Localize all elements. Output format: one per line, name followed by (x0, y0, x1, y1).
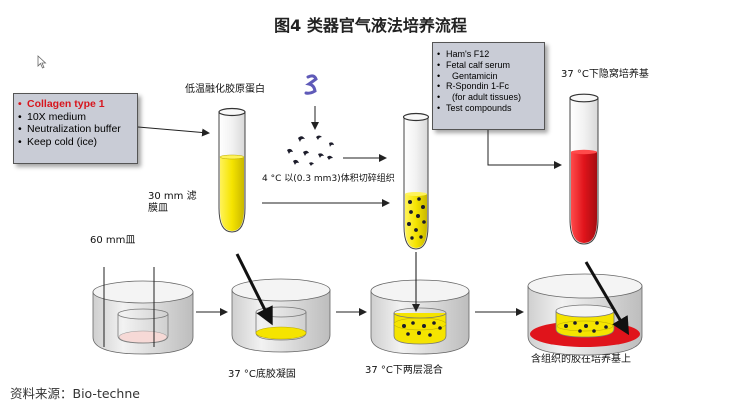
tube-tissue-mix (402, 112, 430, 250)
tube-collagen (218, 107, 246, 233)
label-two-layer-mix: 37 °C下两层混合 (365, 365, 443, 376)
ingredient-hams-f12: Ham's F12 (436, 49, 541, 60)
dish-empty (92, 267, 194, 355)
ingredient-collagen: Collagen type 1 (17, 98, 134, 111)
dish-bottom-gel (231, 278, 331, 353)
ingredient-test-compounds: Test compounds (436, 103, 541, 114)
ingredient-gentamicin-cont: Gentamicin (436, 71, 541, 82)
tissue-piece-icon (304, 74, 318, 95)
ingredient-keep-cold: Keep cold (ice) (17, 136, 134, 149)
dish-gel-on-medium (527, 273, 643, 356)
label-dish-30mm-1: 30 mm 滤 (148, 191, 197, 202)
label-dish-30mm-2: 膜皿 (148, 203, 168, 214)
collagen-ingredients-box: Collagen type 1 10X medium Neutralizatio… (13, 93, 138, 164)
ingredient-medium: 10X medium (17, 111, 134, 124)
arrow-tube3-to-dish4 (584, 261, 630, 336)
ingredient-rspondin: R-Spondin 1-Fc (436, 81, 541, 92)
tube-medium (569, 93, 599, 245)
label-bottom-gel: 37 °C底胶凝固 (228, 369, 296, 380)
label-tissue-mince: 4 °C 以(0.3 mm3)体积切碎组织 (262, 174, 395, 184)
minced-tissue-icon (287, 135, 334, 166)
medium-ingredients-box: Ham's F12 Fetal calf serum Gentamicin R-… (432, 42, 545, 130)
arrow-tube1-to-dish2 (235, 253, 273, 326)
dish-two-layer (370, 279, 470, 355)
mouse-cursor-icon (37, 55, 47, 69)
ingredient-buffer: Neutralization buffer (17, 123, 134, 136)
arrow-box-to-tube (137, 126, 210, 137)
label-dish-60mm: 60 mm皿 (90, 235, 136, 246)
label-incubate-medium: 37 °C下隐窝培养基 (561, 69, 649, 80)
ingredient-fcs: Fetal calf serum (436, 60, 541, 71)
label-gel-on-medium: 含组织的胶在培养基上 (531, 354, 631, 365)
label-low-temp-collagen: 低温融化胶原蛋白 (185, 84, 265, 95)
source-caption: 资料来源：Bio-techne (10, 386, 140, 401)
figure-title: 图4 类器官气液法培养流程 (274, 16, 467, 35)
ingredient-rspondin-note: (for adult tissues) (436, 92, 541, 103)
arrow-medium-box-to-tube (487, 130, 562, 169)
